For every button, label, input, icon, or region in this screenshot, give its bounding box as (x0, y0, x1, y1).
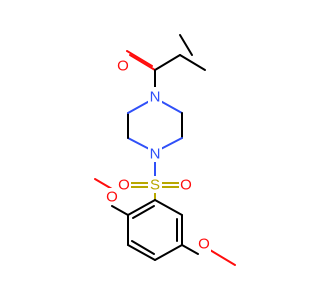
sulfur-label: S (150, 177, 160, 194)
sulfonyl-oxygen-right-label: O (180, 177, 192, 194)
methoxy-2-group (94, 178, 129, 216)
bond-carbonyl-double-b (126, 50, 153, 67)
benzene-ring (127, 199, 183, 261)
piperazine-ring (127, 97, 183, 153)
isopropyl-group (154, 34, 206, 71)
piperazine-nitrogen-bottom-atom: N (148, 145, 162, 163)
bond-ch-methyl-right (179, 54, 206, 71)
bond-c2-o (111, 205, 129, 216)
piperazine-nitrogen-top-atom: N (148, 87, 162, 106)
bond-ar-c2-c1-inner (132, 205, 155, 219)
methoxy-2-oxygen-atom: O (105, 188, 119, 206)
sulfonyl-oxygen-left-atom: O (117, 176, 131, 194)
molecule-structure-diagram: O N N S O O O O (94, 34, 236, 266)
bond-ar-c1-c6 (154, 199, 183, 216)
bond-ch-carbonyl (154, 54, 181, 71)
sulfonyl-oxygen-left-label: O (118, 177, 130, 194)
bond-carbonyl-double-a (129, 54, 156, 71)
methoxy-2-oxygen-label: O (106, 189, 118, 206)
sulfonyl-oxygen-right-atom: O (179, 176, 193, 194)
bond-c5-o (181, 244, 199, 255)
methoxy-5-oxygen-label: O (198, 236, 210, 253)
sulfur-atom: S (148, 176, 162, 194)
bond-o-methyl-2 (94, 178, 113, 190)
bond-o-methyl-5 (209, 249, 236, 266)
carbonyl-oxygen-label: O (117, 58, 129, 75)
sulfonyl-group (130, 157, 180, 201)
bond-ch-methyl-top (179, 34, 193, 56)
bond-ar-c2-c1 (127, 199, 156, 216)
piperazine-nitrogen-top-label: N (150, 89, 161, 106)
bond-ar-c5-c4 (154, 244, 183, 261)
carbonyl-group (126, 50, 156, 93)
bond-ar-c4-c3 (127, 244, 156, 261)
carbonyl-oxygen-atom: O (116, 57, 130, 75)
bond-ar-c4-c3-inner (131, 240, 155, 255)
atom-labels: O N N S O O O O (105, 57, 211, 253)
methoxy-5-group (181, 244, 236, 266)
methoxy-5-oxygen-atom: O (197, 235, 211, 253)
piperazine-nitrogen-bottom-label: N (150, 146, 161, 163)
